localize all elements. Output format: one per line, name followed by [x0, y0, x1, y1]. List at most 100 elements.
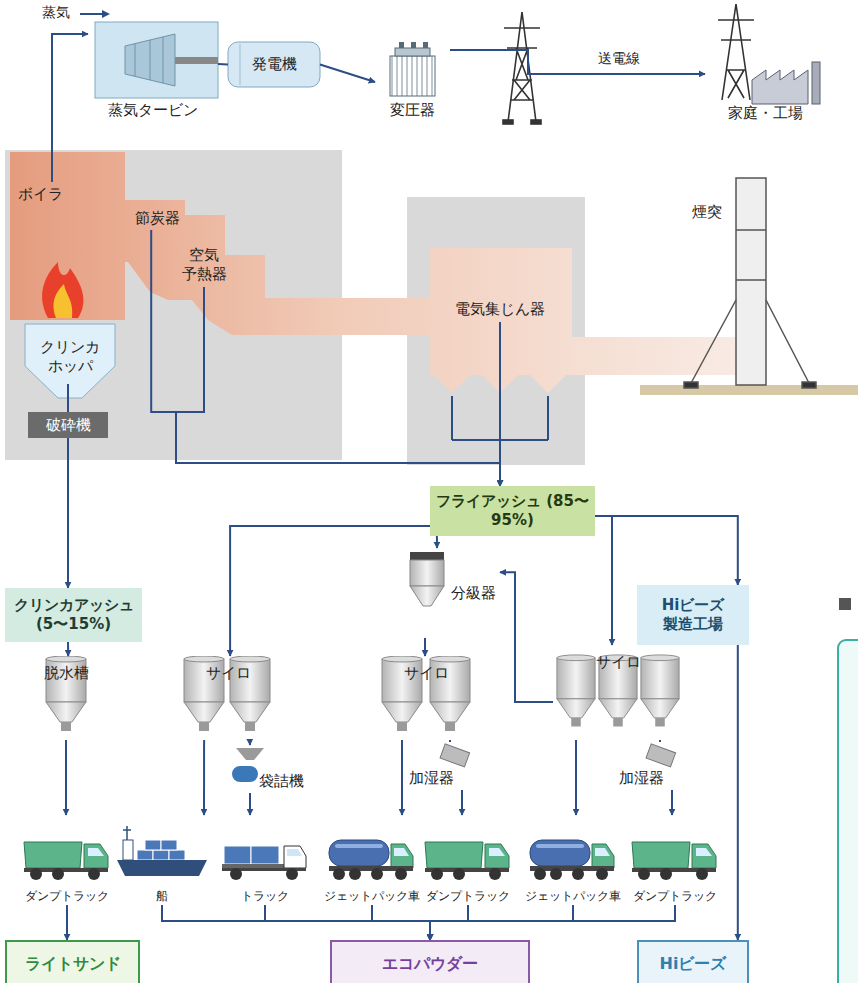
flow-arrow: [249, 740, 251, 745]
product-box: Hiビーズ: [637, 940, 749, 983]
edge-label: 蒸気: [40, 4, 72, 22]
node-text: Hiビーズ 製造工場: [641, 596, 745, 634]
classifier: 分級器: [400, 548, 500, 638]
dewatering-tank: 脱水槽: [30, 656, 102, 740]
node-text: 加湿器: [409, 769, 454, 788]
side-panel: [838, 640, 858, 983]
node-text: クリンカアッシュ (5〜15%): [9, 596, 138, 634]
node-text: 脱水槽: [44, 664, 89, 683]
flow-arrow: [659, 740, 661, 742]
classifier: [410, 552, 444, 606]
transformer: 変圧器: [375, 42, 450, 122]
flow-arrow: [372, 905, 430, 940]
flow-arrow: [52, 34, 88, 182]
flow-arrow: [461, 790, 463, 815]
flow-arrow: [430, 905, 675, 940]
generator: 発電機: [228, 42, 320, 87]
steam-arrow: [80, 10, 110, 18]
flow-arrow: [67, 384, 69, 412]
node-text: ジェットパック車: [525, 889, 621, 904]
chimney: [684, 178, 816, 388]
node-text: トラック: [241, 889, 289, 904]
ground: [640, 385, 858, 395]
flow-arrow: [151, 230, 500, 486]
ash-box: クリンカアッシュ (5〜15%): [5, 588, 142, 642]
node-text: 分級器: [451, 584, 496, 603]
flow-arrow: [265, 905, 430, 940]
flow-arrow: [401, 740, 403, 815]
turbine: 蒸気タービン: [88, 22, 218, 122]
factory-box: Hiビーズ 製造工場: [637, 585, 749, 645]
humidifier: [440, 744, 676, 767]
fire: [42, 262, 83, 318]
flow-arrow: [320, 65, 375, 83]
chimney-label: 煙突: [682, 200, 732, 224]
panel-marker: [839, 598, 851, 610]
flow-arrow: [499, 322, 501, 486]
flow-arrow: [671, 790, 673, 815]
transmission-tower: [503, 12, 541, 124]
node-text: クリンカ ホッパ: [29, 338, 111, 376]
vehicle: ジェットパック車: [523, 815, 623, 905]
flow-arrow: [67, 642, 69, 656]
node-text: ジェットパック車: [324, 889, 420, 904]
silo: [46, 655, 679, 731]
air-preheater: 空気 予熱器: [176, 243, 232, 287]
generator-illustration: [228, 42, 320, 87]
flow-arrow: [176, 287, 500, 486]
node-text: サイロ: [404, 664, 449, 683]
flow-arrow: [249, 793, 251, 815]
vehicle: 船: [112, 815, 212, 905]
node-text: 家庭・工場: [728, 104, 803, 123]
boiler: ボイラ: [10, 182, 70, 206]
hopper-shape: [25, 324, 115, 398]
node-text: ボイラ: [18, 185, 63, 204]
node-text: サイロ: [206, 664, 251, 683]
flow-arrow: [575, 740, 577, 815]
node-text: 船: [156, 889, 168, 904]
node-text: フライアッシュ (85〜95%): [434, 492, 591, 530]
flow-arrow: [430, 905, 573, 940]
flow-arrow: [450, 50, 705, 74]
transmission-tower: [718, 4, 754, 100]
turbine-illustration: [95, 22, 218, 98]
node-text: 変圧器: [390, 101, 435, 120]
flow-arrow: [203, 740, 205, 815]
product-box: ライトサンド: [5, 940, 140, 983]
humidifier: 加湿器: [405, 742, 480, 790]
flow-arrow: [218, 63, 228, 66]
flow-arrow: [595, 516, 738, 585]
bagging-machine: 袋詰機: [228, 745, 308, 793]
ash-box: フライアッシュ (85〜95%): [430, 486, 595, 536]
node-text: 空気 予熱器: [180, 246, 228, 284]
node-text: ライトサンド: [25, 954, 121, 974]
flow-arrow: [500, 572, 553, 702]
product-box: エコパウダー: [330, 940, 530, 983]
silo: サイロ: [553, 645, 683, 740]
transformer-illustration: [390, 42, 435, 96]
vehicle: ダンプトラック: [17, 815, 117, 905]
vehicle: [24, 826, 716, 880]
flow-arrow: [65, 740, 67, 815]
node-text: 節炭器: [135, 209, 180, 228]
node-text: 加湿器: [619, 769, 664, 788]
flow-arrow: [449, 740, 451, 742]
silo: サイロ: [176, 656, 280, 740]
edge-label: 送電線: [596, 50, 642, 68]
flow-arrow: [430, 905, 468, 940]
node-text: エコパウダー: [382, 954, 478, 974]
node-text: 袋詰機: [259, 772, 304, 791]
node-text: 煙突: [692, 203, 722, 222]
node-text: 破砕機: [46, 416, 91, 435]
node-text: 電気集じん器: [455, 300, 545, 319]
silo: サイロ: [376, 656, 476, 740]
humidifier: 加湿器: [615, 742, 700, 790]
economizer: 節炭器: [128, 206, 186, 230]
factory-illustration: [752, 62, 820, 104]
node-text: 発電機: [252, 55, 297, 74]
node-text: Hiビーズ: [660, 954, 727, 974]
flow-arrow: [424, 638, 426, 656]
flow-arrow: [66, 905, 68, 940]
